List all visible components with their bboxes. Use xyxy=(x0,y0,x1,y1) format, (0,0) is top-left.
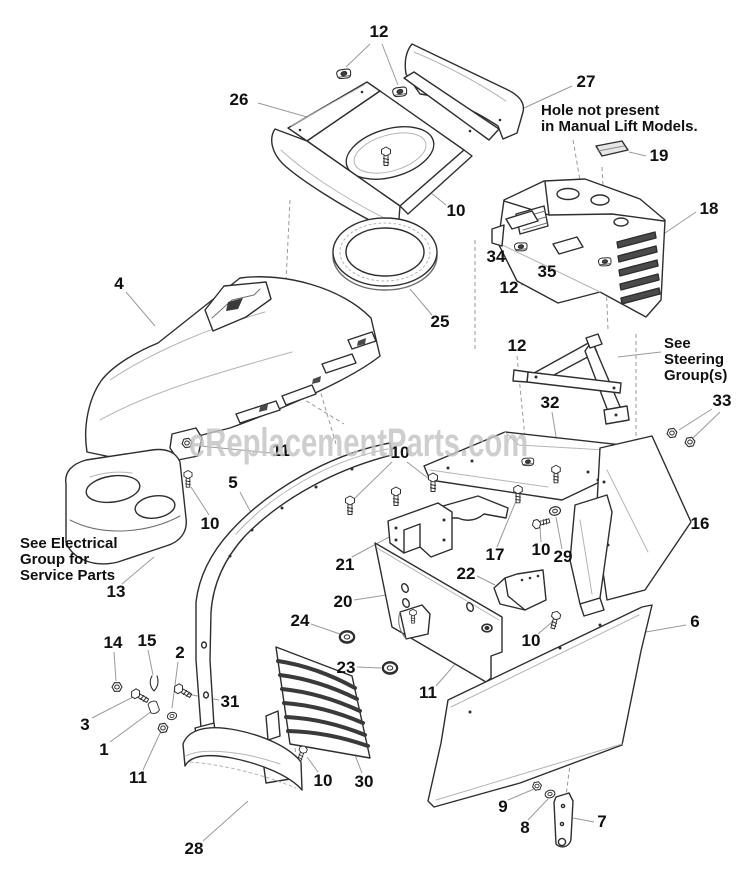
part-22-bracket xyxy=(493,569,547,611)
nut-14 xyxy=(111,682,123,692)
part-28-bumper xyxy=(182,722,303,791)
grommet-24 xyxy=(338,630,356,644)
part-vertical-channel xyxy=(569,494,613,617)
part-35-pads xyxy=(505,210,584,255)
bolt-10-right xyxy=(547,609,563,631)
bolt-10-latch xyxy=(183,469,193,488)
bolt-10-c3 xyxy=(427,472,439,493)
part-20-mounting-plate xyxy=(338,542,503,683)
part-4-hood xyxy=(84,276,381,488)
nut-33-a xyxy=(665,427,679,439)
part-19-pad xyxy=(595,140,629,157)
part-21-bracket xyxy=(387,502,453,558)
part-6-lower-side-panel xyxy=(427,604,653,808)
spacer-2 xyxy=(165,710,179,722)
part-7-hinge-bracket xyxy=(553,792,574,848)
part-30-grille xyxy=(265,646,371,763)
nut-33-b xyxy=(683,436,697,448)
bolt-10-c1 xyxy=(344,495,356,516)
front-pivot-fasteners xyxy=(111,675,194,734)
part-25-ring xyxy=(332,217,438,291)
part-5-side-panel xyxy=(195,442,393,729)
part-27-rear-panel xyxy=(404,43,525,140)
steering-support-bracket xyxy=(512,333,630,425)
nut-11-pivot xyxy=(156,722,170,734)
bolt-3 xyxy=(128,686,151,706)
bolt-10-c2 xyxy=(390,486,402,507)
part-13-headlight-bezel xyxy=(65,448,187,565)
part-32-support-channel xyxy=(423,431,649,521)
part-26-fuel-tray xyxy=(271,71,500,232)
washer-29 xyxy=(548,505,562,517)
bolt-10-horizontal xyxy=(530,515,552,531)
clip-12-b xyxy=(391,84,409,99)
grommet-23 xyxy=(381,661,399,675)
cotter-pin-15 xyxy=(149,675,159,692)
pushnut-11-plate xyxy=(481,623,493,633)
bolt-31 xyxy=(171,681,194,701)
clip-12-a xyxy=(335,66,353,81)
washer-8 xyxy=(543,788,557,800)
